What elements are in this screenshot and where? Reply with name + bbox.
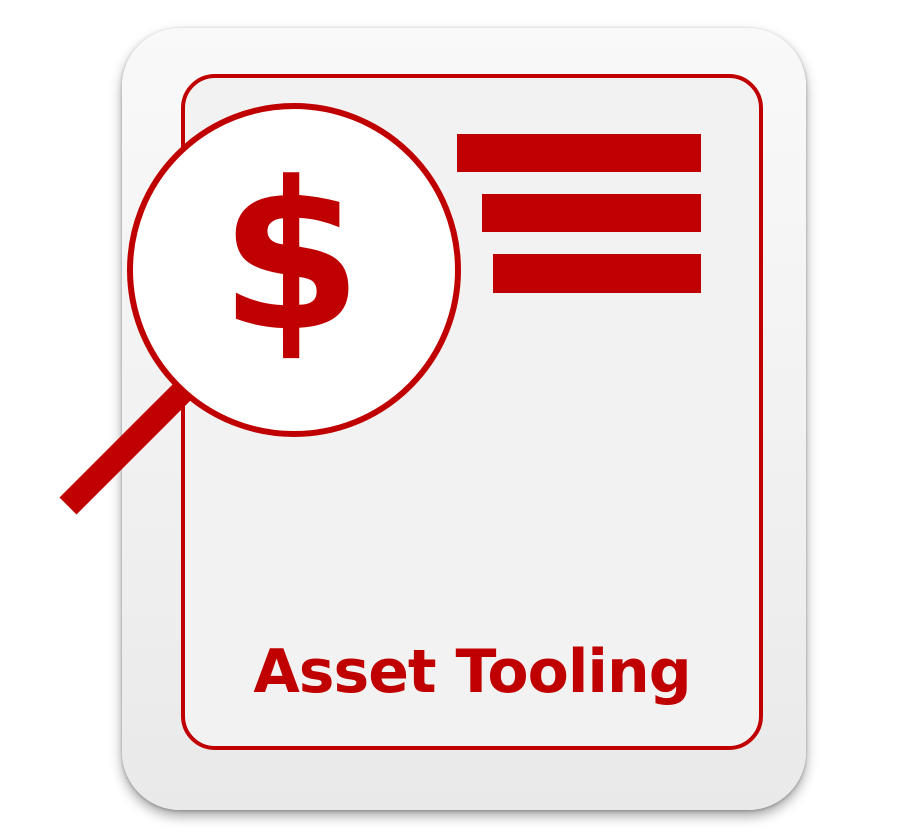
icon-label: Asset Tooling <box>253 637 691 707</box>
magnifier-handle <box>59 375 199 515</box>
dollar-icon: $ <box>220 139 363 377</box>
text-line-3 <box>493 254 701 293</box>
magnifier-lens <box>127 103 461 437</box>
text-line-2 <box>482 194 701 232</box>
text-line-1 <box>457 134 701 172</box>
